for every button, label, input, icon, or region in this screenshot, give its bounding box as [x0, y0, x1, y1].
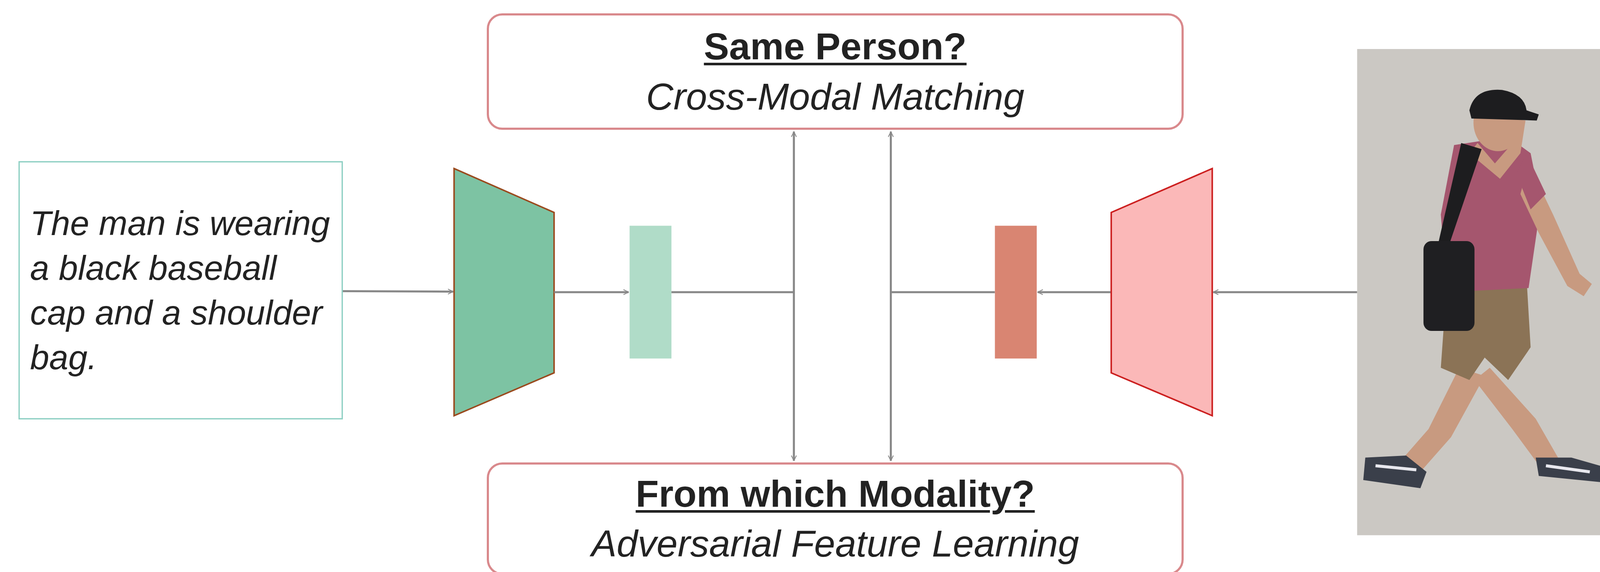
- feature-line: [890, 290, 995, 294]
- feature-line: [671, 290, 794, 294]
- caption-text: The man is wearing a black baseball cap …: [30, 201, 332, 380]
- task-box: From which Modality?Adversarial Feature …: [486, 462, 1184, 572]
- task-box: Same Person?Cross-Modal Matching: [486, 13, 1184, 130]
- input-arrow: [1213, 290, 1358, 294]
- person-photo: [1357, 48, 1600, 535]
- task-title: From which Modality?: [635, 468, 1036, 519]
- text-input-box: The man is wearing a black baseball cap …: [18, 161, 343, 420]
- feature-arrow: [1037, 290, 1112, 294]
- task-title: Same Person?: [703, 21, 967, 72]
- feature-split-arrow: [889, 131, 892, 461]
- task-subtitle: Adversarial Feature Learning: [591, 518, 1080, 569]
- text-feature: [629, 225, 672, 359]
- input-arrow: [332, 290, 453, 292]
- text-encoder: [454, 168, 555, 416]
- image-feature: [995, 225, 1037, 359]
- feature-arrow: [554, 290, 629, 294]
- image-encoder: [1111, 168, 1213, 416]
- task-subtitle: Cross-Modal Matching: [646, 71, 1025, 122]
- feature-split-arrow: [792, 131, 795, 461]
